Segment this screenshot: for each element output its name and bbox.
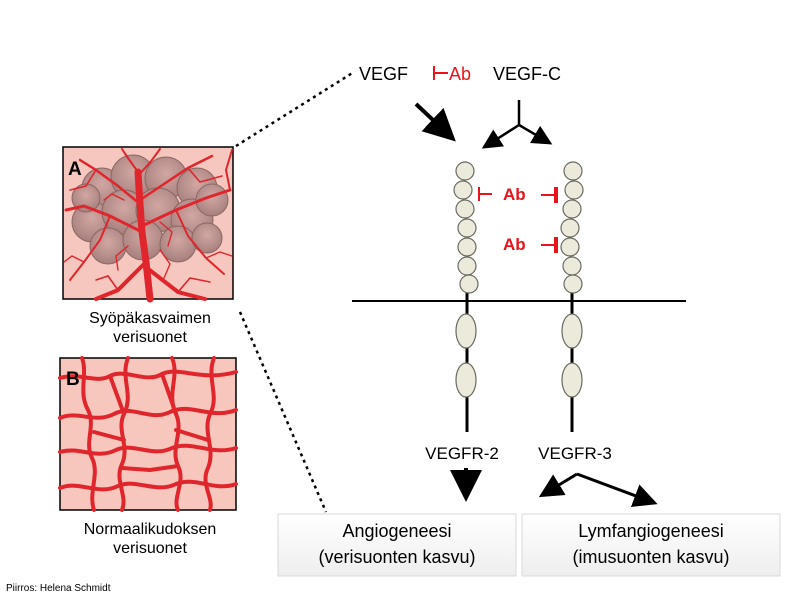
- panel-b-letter: B: [66, 369, 80, 390]
- panel-a-letter: A: [68, 159, 82, 180]
- antibody-1-left-bar: [478, 187, 492, 201]
- vegfr3-label: VEGFR-3: [538, 444, 612, 463]
- panel-a: A Syöpäkasvaimen verisuonet: [62, 146, 234, 346]
- lymphangiogenesis-title: Lymfangiogeneesi: [578, 521, 723, 541]
- panel-a-caption-line2: verisuonet: [113, 329, 187, 346]
- angiogenesis-subtitle: (verisuonten kasvu): [318, 547, 475, 567]
- angiogenesis-box-frame: [277, 513, 517, 577]
- vegfr2-receptor: [453, 161, 479, 432]
- vegfr2-label: VEGFR-2: [425, 444, 499, 463]
- panel-b-caption-line1: Normaalikudoksen: [84, 521, 217, 538]
- antibody-1-label: Ab: [503, 185, 526, 204]
- lymphangiogenesis-box: Lymfangiogeneesi (imusuonten kasvu): [521, 513, 781, 577]
- vegfr3-to-lymphangiogenesis-arrow: [576, 472, 658, 507]
- vegf-label: VEGF: [359, 64, 408, 84]
- vegfr3-to-angiogenesis-arrow: [538, 472, 578, 498]
- vegf-to-vegfr2-arrow: [414, 102, 456, 142]
- vegf-c-label: VEGF-C: [493, 64, 561, 84]
- panel-b: B Normaalikudoksen verisuonet: [58, 356, 238, 557]
- dotted-connector-top: [235, 70, 355, 148]
- angiogenesis-box: Angiogeneesi (verisuonten kasvu): [277, 513, 517, 577]
- vegfr3-extracellular-domains: [560, 161, 584, 294]
- tumor-mass: [71, 154, 229, 265]
- vegf-c-to-vegfr3-arrow: [518, 123, 553, 145]
- panel-b-caption-line2: verisuonet: [113, 540, 187, 557]
- antibody-2-right-bar: [541, 237, 558, 253]
- ab-inhibitor-label: Ab: [449, 64, 471, 84]
- tumor-vessels: [63, 148, 233, 303]
- lymphangiogenesis-box-frame: [521, 513, 781, 577]
- vegfr3-kinase-domains: [561, 313, 583, 398]
- antibody-2: Ab: [503, 235, 558, 254]
- dotted-connector-bottom: [238, 311, 328, 513]
- panel-a-caption-line1: Syöpäkasvaimen: [89, 310, 211, 327]
- vegf-c-to-vegfr2-arrow: [481, 123, 520, 149]
- normal-vessel-network: [58, 356, 238, 512]
- inhibition-bar-vegf: [433, 66, 448, 80]
- antibody-1: Ab: [478, 185, 558, 204]
- lymphangiogenesis-subtitle: (imusuonten kasvu): [572, 547, 729, 567]
- vegfr3-receptor: [560, 161, 584, 432]
- vegfr2-extracellular-domains: [453, 161, 479, 294]
- angiogenesis-title: Angiogeneesi: [342, 521, 451, 541]
- antibody-1-right-bar: [541, 187, 558, 203]
- vegfr2-kinase-domains: [455, 313, 477, 398]
- antibody-2-label: Ab: [503, 235, 526, 254]
- credit-text: Piirros: Helena Schmidt: [6, 583, 111, 594]
